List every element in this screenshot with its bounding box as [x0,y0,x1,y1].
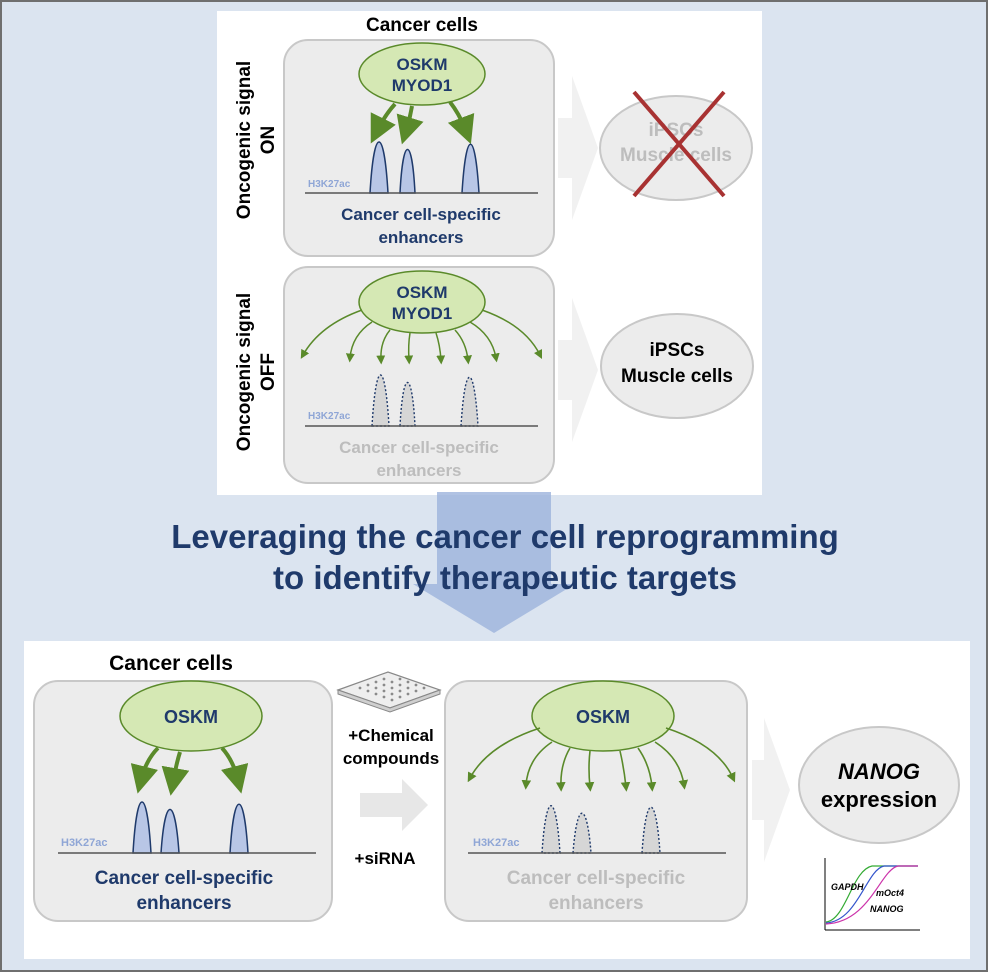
h3k27ac-peak [229,803,249,854]
enhancer-off-line1: Cancer cell-specific [339,438,499,457]
factor-right: OSKM [576,707,630,727]
track-label-on: H3K27ac [308,179,351,190]
factor-off-line1: OSKM [397,283,448,302]
enhancer-left-line2: enhancers [136,893,231,914]
h3k27ac-peak-closed [399,381,416,427]
h3k27ac-peak-closed [460,376,479,427]
enhancer-right-line1: Cancer cell-specific [507,868,686,889]
binding-arrow [447,100,475,145]
scatter-arrow [665,727,736,783]
factor-left: OSKM [164,707,218,727]
factor-off-line2: MYOD1 [392,304,452,323]
factor-on-line2: MYOD1 [392,76,452,95]
track-label-off: H3K27ac [308,411,351,422]
enhancer-off-line2: enhancers [376,461,461,480]
binding-arrow [220,746,249,794]
on-label-line2: ON [258,126,279,155]
nanog-outcome-oval [798,726,960,844]
scatter-arrow [619,750,631,792]
oncogenic-on-label: Oncogenic signal ON [234,61,279,219]
nanog-gene: NANOG [838,759,920,784]
scatter-arrow [454,329,472,365]
transition-arrow-on [558,76,598,220]
peaks-right [541,805,661,854]
scattered-arrows-off [300,309,543,365]
h3k27ac-peak [160,808,180,854]
down-arrow [413,492,575,633]
scatter-arrow [376,329,391,365]
h3k27ac-peak-closed [371,374,390,427]
treatment-chemical-line2: compounds [343,749,439,768]
scatter-arrow [584,750,595,792]
binding-arrow [370,102,397,144]
binding-arrows-left [130,746,249,796]
transition-arrow-off [558,298,598,442]
factor-oval-left [119,680,263,752]
nanog-expression: expression [821,787,937,812]
enhancer-left-line1: Cancer cell-specific [95,868,274,889]
scatter-arrow [404,332,414,365]
binding-arrow [396,105,424,145]
factor-on-line1: OSKM [397,55,448,74]
on-cell-box [283,39,555,257]
scatter-arrow [300,309,363,359]
binding-arrow [130,746,160,794]
scatter-arrow [467,727,541,783]
h3k27ac-peak [399,148,416,194]
outcome-blocked-line2: Muscle cells [620,145,732,166]
binding-arrows-on [370,100,475,145]
qpcr-label-nanog: NANOG [870,904,904,914]
off-label-line1: Oncogenic signal [234,293,255,451]
scatter-arrow [481,309,543,360]
blocked-cross-icon [632,90,726,198]
h3k27ac-peak [132,801,152,854]
factor-oval-right [531,680,675,752]
enhancer-right-line2: enhancers [548,893,643,914]
headline-line1: Leveraging the cancer cell reprogramming [171,518,839,555]
transition-arrow-bottom [752,718,790,862]
treatment-sirna: +siRNA [355,849,416,868]
well-plate-icon [336,671,442,713]
bottom-title: Cancer cells [109,652,233,675]
off-cell-box [283,266,555,484]
enhancer-on-line1: Cancer cell-specific [341,205,501,224]
outcome-success-oval [600,313,754,419]
qpcr-curves-icon: GAPDH mOct4 NANOG [824,858,920,931]
top-title: Cancer cells [366,15,478,36]
peaks-left [132,801,249,854]
qpcr-label-gapdh: GAPDH [831,882,864,892]
h3k27ac-peak [461,143,480,194]
track-label-right: H3K27ac [473,837,519,849]
h3k27ac-peak [369,141,389,194]
peaks-off [371,374,479,427]
h3k27ac-peak-closed [541,805,561,854]
oncogenic-off-label: Oncogenic signal OFF [234,293,279,451]
headline-line2: to identify therapeutic targets [273,559,737,596]
scattered-arrows-right [467,727,736,792]
track-label-left: H3K27ac [61,837,107,849]
outcome-success-line2: Muscle cells [621,366,733,387]
peaks-on [369,141,480,194]
factor-oval-off [358,270,486,334]
enhancer-on-line2: enhancers [378,228,463,247]
scatter-arrow [521,741,553,790]
scatter-arrow [555,747,571,792]
scatter-arrow [345,321,373,363]
scatter-arrow [654,741,689,790]
scatter-arrow [435,332,446,365]
on-label-line1: Oncogenic signal [234,61,255,219]
treatment-chemical-line1: +Chemical [348,726,434,745]
h3k27ac-peak-closed [572,812,592,854]
binding-arrow [161,751,190,796]
outcome-success-line1: iPSCs [650,340,705,361]
qpcr-label-moct4: mOct4 [876,888,904,898]
h3k27ac-peak-closed [641,806,661,854]
off-label-line2: OFF [258,353,279,391]
factor-oval-on [358,42,486,106]
treatment-arrow [360,779,428,831]
scatter-arrow [469,321,500,363]
scatter-arrow [637,747,657,792]
